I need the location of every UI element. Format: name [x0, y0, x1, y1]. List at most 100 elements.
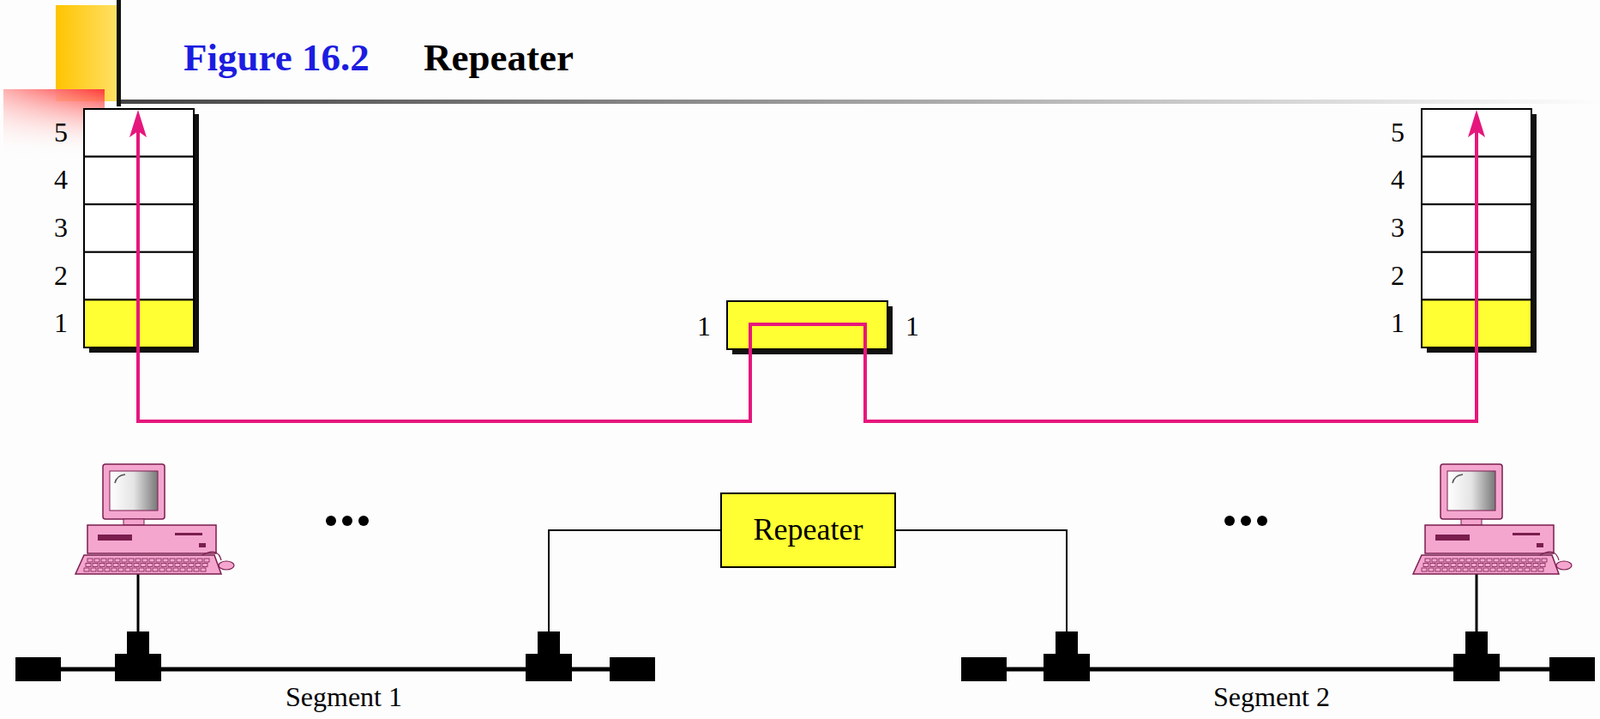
power-button	[198, 542, 206, 548]
key	[1442, 567, 1448, 572]
key	[1449, 567, 1455, 572]
key	[1462, 567, 1468, 572]
key	[176, 558, 182, 562]
key	[1534, 558, 1540, 562]
figure-number: Figure 16.2	[183, 36, 370, 80]
key	[162, 558, 169, 562]
ellipsis-dot	[1224, 515, 1235, 526]
drop-cable	[1475, 573, 1479, 633]
drive-slot	[174, 532, 203, 536]
segment-label: Segment 1	[285, 681, 403, 712]
key	[87, 558, 93, 562]
key	[85, 563, 91, 567]
computer-icon	[1413, 463, 1572, 574]
key	[1507, 558, 1513, 562]
screen-glare	[114, 474, 126, 483]
key	[202, 563, 208, 567]
tap-top	[1465, 631, 1488, 656]
key	[118, 567, 124, 572]
key	[142, 558, 148, 562]
segment-label: Segment 2	[1213, 681, 1330, 712]
key	[1425, 558, 1431, 562]
key	[99, 563, 105, 567]
key	[1435, 567, 1441, 572]
tap-top	[1055, 631, 1078, 656]
key	[168, 563, 174, 567]
data-path	[138, 128, 1477, 422]
key	[195, 563, 201, 567]
keyboard	[75, 554, 222, 574]
key	[204, 558, 210, 562]
key	[180, 567, 186, 572]
key	[183, 558, 189, 562]
key	[114, 558, 121, 562]
ellipsis-dot	[358, 515, 369, 526]
t-connector	[114, 631, 162, 681]
key	[111, 567, 117, 572]
key	[1521, 558, 1527, 562]
terminator	[1549, 656, 1595, 681]
key	[1498, 563, 1504, 567]
key	[1490, 567, 1496, 572]
key	[1497, 567, 1503, 572]
key	[125, 567, 131, 572]
repeater-wire	[548, 529, 721, 633]
key	[1443, 563, 1450, 567]
ellipsis-dot	[342, 515, 353, 526]
left-layer-stack	[84, 108, 199, 353]
corner-bar	[116, 0, 121, 107]
key	[1473, 558, 1479, 562]
layer-number: 2	[1390, 260, 1405, 291]
key	[1466, 558, 1472, 562]
tap-top	[126, 631, 150, 656]
arrow-head	[129, 109, 147, 138]
key	[1479, 558, 1486, 562]
key	[135, 558, 141, 562]
key	[128, 558, 134, 562]
key	[152, 567, 158, 572]
key	[126, 563, 133, 567]
key	[1510, 567, 1516, 572]
key	[1469, 567, 1475, 572]
key	[1452, 558, 1458, 562]
terminator	[609, 656, 656, 681]
key	[181, 563, 187, 567]
key	[154, 563, 160, 567]
layer-number: 2	[54, 260, 68, 291]
layer-number: 5	[1390, 117, 1405, 148]
key	[1503, 567, 1510, 572]
layer-number: 3	[1390, 212, 1405, 243]
key	[84, 567, 90, 572]
key	[108, 558, 114, 562]
key	[159, 567, 165, 572]
mouse-cord	[1539, 551, 1559, 560]
t-connector	[1043, 631, 1090, 681]
key	[1527, 558, 1534, 562]
tap-base	[1453, 653, 1500, 681]
layer-number: 1	[697, 311, 711, 342]
key	[200, 567, 206, 572]
power-button	[1536, 542, 1544, 548]
key	[1430, 563, 1436, 567]
mouse	[218, 560, 235, 570]
computer-icon	[75, 463, 235, 574]
key	[174, 563, 181, 567]
key	[106, 563, 112, 567]
key	[190, 558, 196, 562]
layer-number: 1	[54, 308, 68, 339]
key	[1457, 563, 1463, 567]
tap-base	[525, 653, 572, 681]
ellipsis-dot	[1257, 515, 1268, 526]
key	[169, 558, 175, 562]
key	[90, 567, 97, 572]
keyboard	[1413, 554, 1559, 574]
tap-base	[114, 653, 162, 681]
corner-square	[55, 5, 118, 102]
tap-base	[1043, 653, 1090, 681]
key	[121, 558, 127, 562]
drive-slot	[1512, 532, 1540, 536]
monitor-stand	[123, 518, 145, 525]
system-unit	[1425, 524, 1554, 554]
